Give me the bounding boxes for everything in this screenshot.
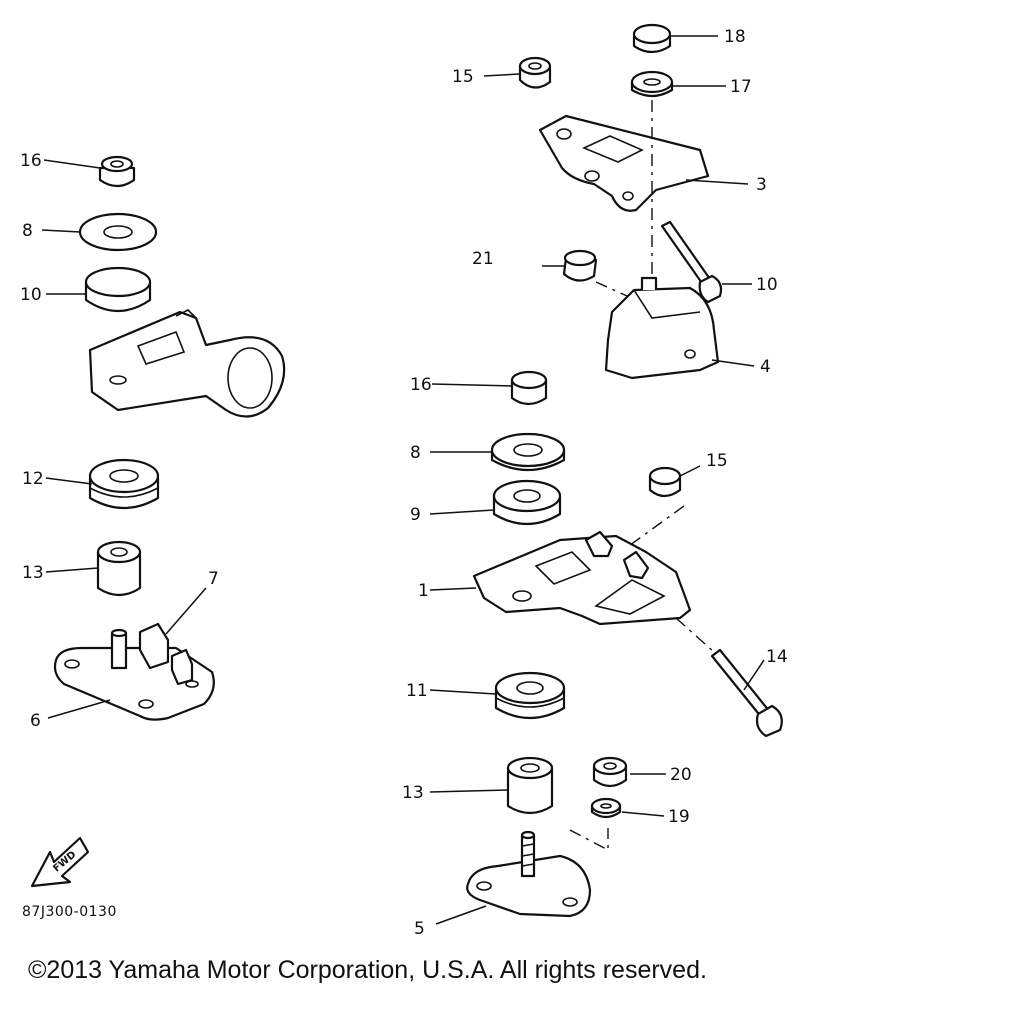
part-10-bolt [660, 220, 723, 304]
part-16-right [510, 370, 548, 406]
callout-14: 14 [766, 647, 788, 667]
part-3-bracket [538, 114, 710, 212]
callout-8-right: 8 [410, 443, 421, 463]
callout-numbers: 18 15 17 3 21 10 4 16 8 10 12 13 7 6 16 … [20, 27, 788, 939]
callout-4: 4 [760, 357, 771, 377]
part-13-right [506, 756, 554, 815]
callout-12: 12 [22, 469, 44, 489]
part-15-top [518, 56, 552, 89]
callout-15-top: 15 [452, 67, 474, 87]
part-7-tab [138, 622, 194, 686]
callout-1: 1 [418, 581, 429, 601]
part-21 [562, 249, 598, 282]
fwd-arrow-icon: FWD [30, 836, 90, 888]
callout-13-left: 13 [22, 563, 44, 583]
callout-20: 20 [670, 765, 692, 785]
part-18 [632, 23, 672, 54]
part-1-bracket [472, 530, 692, 626]
callout-16-left: 16 [20, 151, 42, 171]
leader-lines [41, 35, 765, 925]
part-17 [630, 70, 674, 98]
part-9 [492, 479, 562, 525]
callout-17: 17 [730, 77, 752, 97]
callout-19: 19 [668, 807, 690, 827]
part-8-right [490, 432, 566, 471]
callout-3: 3 [756, 175, 767, 195]
part-5-plate [466, 830, 592, 918]
part-13-left [96, 540, 142, 597]
part-4-cover [604, 276, 720, 380]
diagram-reference-code: 87J300-0130 [22, 904, 117, 920]
callout-9: 9 [410, 505, 421, 525]
part-8-left [78, 212, 158, 252]
callout-21: 21 [472, 249, 494, 269]
callout-10-right: 10 [756, 275, 778, 295]
callout-18: 18 [724, 27, 746, 47]
callout-11: 11 [406, 681, 428, 701]
callout-10-left: 10 [20, 285, 42, 305]
part-15-right [648, 466, 682, 498]
part-12 [88, 458, 160, 509]
callout-7: 7 [208, 569, 219, 589]
part-19-washer [590, 797, 622, 819]
callout-5: 5 [414, 919, 425, 939]
callout-6: 6 [30, 711, 41, 731]
callout-16-right: 16 [410, 375, 432, 395]
callout-13-right: 13 [402, 783, 424, 803]
left-bracket [88, 309, 286, 418]
callout-15-right: 15 [706, 451, 728, 471]
part-10-left [84, 266, 152, 312]
part-16-left [98, 155, 136, 188]
callout-8-left: 8 [22, 221, 33, 241]
part-20-nut [592, 756, 628, 788]
copyright-notice: ©2013 Yamaha Motor Corporation, U.S.A. A… [28, 956, 707, 984]
part-14-bolt [710, 648, 783, 738]
part-11 [494, 671, 566, 719]
